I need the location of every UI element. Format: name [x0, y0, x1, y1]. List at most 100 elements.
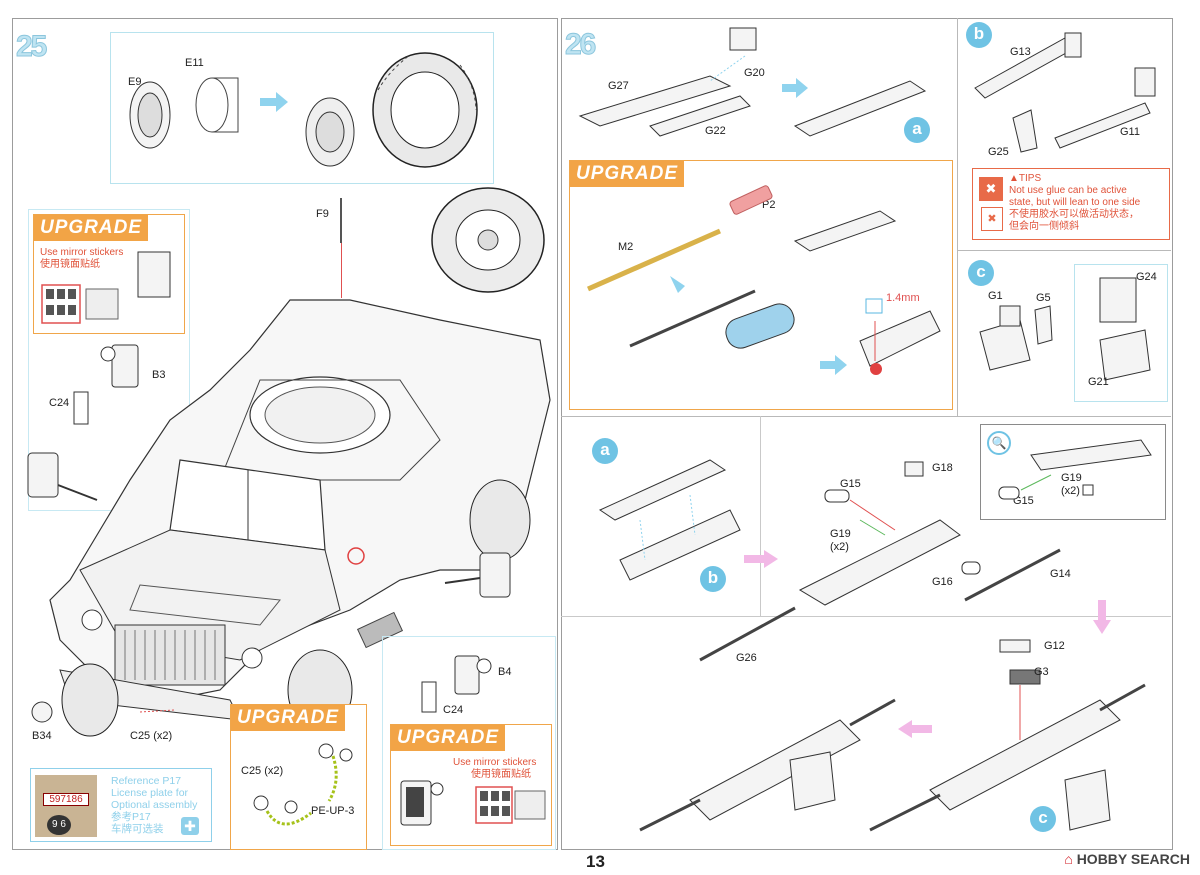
part-label-e9: E9 [128, 76, 142, 88]
gun-receiver-drawing [578, 27, 927, 137]
reference-line-4: 参考P17 [111, 811, 151, 823]
result-bubble-a: a [904, 117, 930, 143]
part-label-g12: G12 [1044, 640, 1065, 652]
upgrade-box-mirror-right: UPGRADE Use mirror stickers 使用镜面贴纸 [390, 724, 552, 846]
part-label-g3: G3 [1034, 666, 1049, 678]
tips-box: ✖ ✖ ▲TIPS Not use glue can be active sta… [972, 168, 1170, 240]
upgrade-box-chain: UPGRADE C25 (x2) PE-UP-3 [230, 704, 367, 850]
dimension-label: 1.4mm [886, 292, 920, 304]
mirror-c24b-drawing [421, 681, 437, 713]
part-label-g25: G25 [988, 146, 1009, 158]
upgrade-tag: UPGRADE [34, 215, 149, 241]
mirror-sticker-sheet [41, 251, 171, 324]
front-wheel-drawing [431, 187, 545, 293]
part-label-b34: B34 [32, 730, 52, 742]
reference-line-1: Reference P17 [111, 775, 182, 787]
upgrade-tag: UPGRADE [570, 161, 685, 187]
b34-drawing [31, 701, 53, 723]
upgrade-note-cn: 使用镜面贴纸 [40, 259, 100, 270]
part-label-b4: B4 [498, 666, 512, 678]
tips-glue-icon: ✖ [979, 177, 1003, 201]
mirror-b4-drawing [454, 655, 492, 695]
step-26-hdivider [561, 416, 1171, 417]
upgrade-tag: UPGRADE [391, 725, 506, 751]
assembly-a-drawing [598, 459, 741, 581]
reference-plate-box: 597186 9 6 Reference P17 License plate f… [30, 768, 212, 842]
magnifier-icon: 🔍 [987, 431, 1011, 455]
cradle-b-drawing [974, 32, 1156, 153]
wheel-hub-drawing [129, 52, 478, 168]
mirror-b3-drawing [100, 344, 139, 388]
part-label-g19: G19 (x2) [830, 528, 851, 553]
upgrade-box-mirror-left: UPGRADE Use mirror stickers 使用镜面贴纸 [33, 214, 185, 334]
part-label-g13: G13 [1010, 46, 1031, 58]
pink-arrow-down [1093, 600, 1111, 634]
sub-bubble-c: c [968, 260, 994, 286]
wheel-detail-box [110, 32, 494, 184]
final-gun-right-drawing [869, 639, 1146, 832]
page-number: 13 [586, 852, 605, 871]
reference-line-5: 车牌可选装 [111, 823, 164, 835]
part-label-g20: G20 [744, 67, 765, 79]
assembly-divider-v [760, 416, 761, 616]
part-label-c24: C24 [49, 397, 70, 409]
part-label-g22: G22 [705, 125, 726, 137]
upgrade-note-cn: 使用镜面贴纸 [471, 769, 531, 780]
part-label-g16: G16 [932, 576, 953, 588]
part-label-c25: C25 (x2) [130, 730, 173, 742]
sub-bubble-b: b [966, 22, 992, 48]
zoom-label-g15: G15 [1013, 495, 1034, 507]
plate-code: 9 6 [47, 815, 71, 835]
right-mirror-drawing [444, 552, 511, 598]
part-label-g14: G14 [1050, 568, 1071, 580]
part-label-g18: G18 [932, 462, 953, 474]
assembly-bubble-a: a [592, 438, 618, 464]
ammo-box-detail-frame [1074, 264, 1168, 402]
zoom-label-g19: G19 [1061, 472, 1082, 484]
ammo-box-drawing [979, 277, 1151, 381]
part-label-b3: B3 [152, 369, 166, 381]
part-label-g11: G11 [1120, 126, 1140, 138]
zoom-drawing [998, 439, 1152, 500]
tips-line-4: 但会向一侧倾斜 [1009, 221, 1079, 232]
step-26-divider [957, 18, 958, 416]
part-label-c24b: C24 [443, 704, 464, 716]
part-label-g15: G15 [840, 478, 861, 490]
f9-guide [341, 243, 342, 298]
tips-line-3: 不使用胶水可以做活动状态， [1009, 209, 1139, 220]
final-gun-left-drawing [639, 698, 896, 832]
license-plate-photo: 597186 9 6 [35, 775, 97, 837]
part-label-m2: M2 [618, 241, 634, 253]
part-label-g26: G26 [736, 652, 757, 664]
part-label-p2: P2 [762, 199, 776, 211]
left-mirror-drawing [27, 452, 98, 501]
part-label-g27: G27 [608, 80, 629, 92]
step-25-number: 25 [15, 30, 52, 66]
reference-line-3: Optional assembly [111, 799, 198, 811]
tips-no-glue-icon: ✖ [981, 207, 1003, 231]
assembly-divider-h [561, 616, 1171, 617]
assembly-bubble-b: b [700, 566, 726, 592]
step-26-hdivider-right [958, 250, 1171, 251]
upgrade-c25-label: C25 (x2) [241, 765, 284, 777]
gun-assembly-drawing [699, 461, 1061, 662]
tips-line-1: Not use glue can be active [1009, 185, 1127, 196]
mirror-right-frame [382, 636, 556, 850]
vehicle-drawing [49, 299, 551, 737]
watermark: ⌂ HOBBY SEARCH [1064, 851, 1190, 867]
mirror-sticker-sheet [400, 780, 546, 826]
part-label-g1: G1 [988, 290, 1003, 302]
tips-title: ▲TIPS [1009, 173, 1042, 184]
optional-cross-icon: ✚ [181, 817, 199, 835]
upgrade-note-en: Use mirror stickers [40, 247, 124, 258]
reference-line-2: License plate for [111, 787, 189, 799]
zoom-detail-box: 🔍 G19 (x2) G15 [980, 424, 1166, 520]
part-label-g21: G21 [1088, 376, 1109, 388]
f9-pin [340, 198, 342, 243]
zoom-label-g19x: (x2) [1061, 485, 1080, 497]
upgrade-box-barrel: UPGRADE P2 M2 1.4mm [569, 160, 953, 410]
upgrade-note-en: Use mirror stickers [453, 757, 537, 768]
step-26-number: 26 [564, 28, 601, 64]
pink-arrow-1 [744, 550, 778, 568]
upgrade-tag: UPGRADE [231, 705, 346, 731]
